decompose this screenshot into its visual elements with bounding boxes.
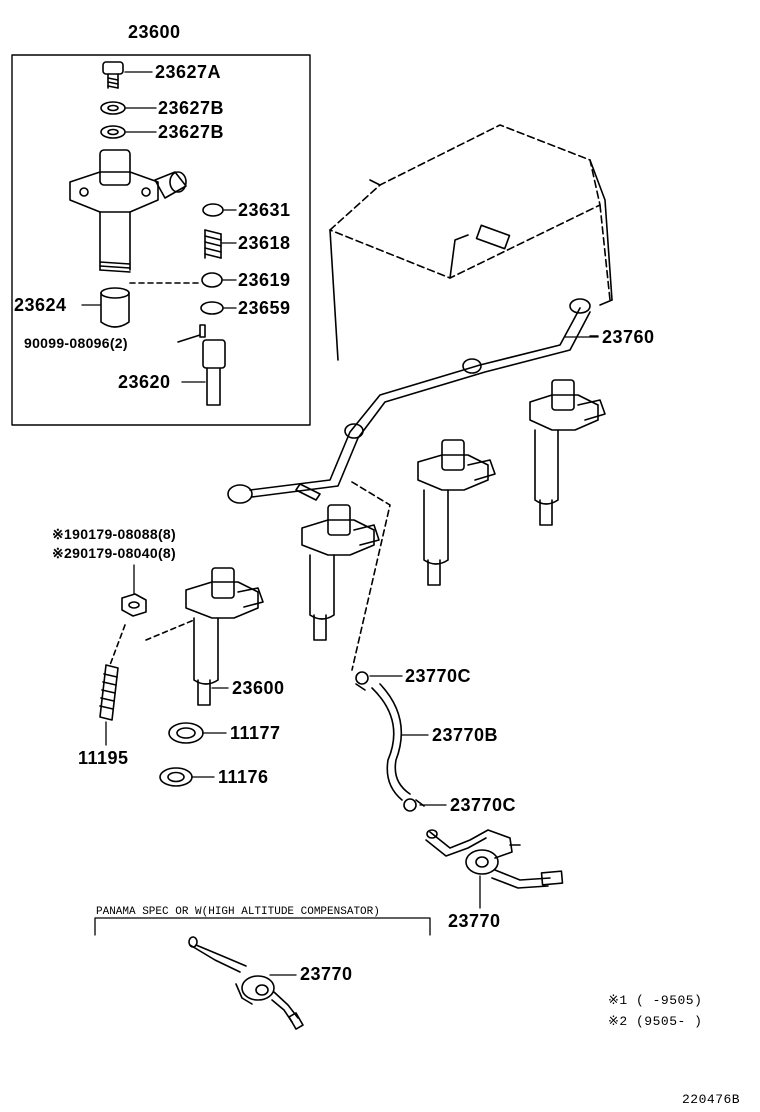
stud-part <box>99 664 119 721</box>
callout-spring: 23618 <box>238 233 291 253</box>
diagram-id: 220476B <box>682 1092 741 1107</box>
valve-spec-part <box>188 936 304 1030</box>
engine-head <box>329 124 613 361</box>
washer-1-hole <box>107 104 119 112</box>
callout-clamp-upper: 23770C <box>405 666 472 686</box>
injector-front-part <box>185 567 264 706</box>
washer-1-part <box>100 101 126 115</box>
injector-rear-right <box>529 379 606 526</box>
seat-part <box>202 203 224 217</box>
callout-spacer: 23619 <box>238 270 291 290</box>
callout-seat: 23631 <box>238 200 291 220</box>
callout-clamp-lower: 23770C <box>450 795 517 815</box>
callout-leak-pipe: 23760 <box>602 327 655 347</box>
spec-bracket <box>94 917 431 936</box>
injector-rear-center <box>417 439 496 586</box>
assembly-frame <box>11 54 311 426</box>
hose-part <box>371 683 411 801</box>
callout-valve-spec: 23770 <box>300 964 353 984</box>
callout-injector-front: 23600 <box>232 678 285 698</box>
pin-part <box>199 324 206 338</box>
callout-nozzle-body: 23624 <box>14 295 67 315</box>
callout-nut-ref1: ※190179-08088(8) <box>52 526 176 542</box>
callout-nozzle: 23620 <box>118 372 171 392</box>
return-dashed <box>351 481 391 671</box>
injector-holder-part <box>69 149 187 273</box>
callout-washer-1: 23627B <box>158 98 225 118</box>
gasket-2-part <box>159 767 193 787</box>
callout-nut-ref2: ※290179-08040(8) <box>52 545 176 561</box>
nut-dashed <box>109 619 195 666</box>
nozzle-body-part <box>100 287 130 328</box>
callout-gasket-2: 11176 <box>218 767 269 787</box>
spec-note: PANAMA SPEC OR W(HIGH ALTITUDE COMPENSAT… <box>96 906 380 918</box>
callout-hose: 23770B <box>432 725 499 745</box>
retainer-part <box>200 301 224 315</box>
washer-2-part <box>100 125 126 139</box>
nut-part <box>121 593 147 617</box>
spacer-part <box>201 272 223 288</box>
bolt-top-part <box>102 61 124 89</box>
callout-bolt-top: 23627A <box>155 62 222 82</box>
washer-2-hole <box>107 128 119 136</box>
callout-pin: 90099-08096(2) <box>24 335 128 351</box>
callout-stud: 11195 <box>78 748 129 768</box>
callout-valve: 23770 <box>448 911 501 931</box>
assembly-title-label: 23600 <box>128 22 181 42</box>
footnote-2: ※2 (9505- ) <box>608 1014 703 1029</box>
callout-retainer: 23659 <box>238 298 291 318</box>
callout-gasket-1: 11177 <box>230 723 281 743</box>
leaders-exploded <box>81 71 237 383</box>
spring-part <box>204 229 222 259</box>
leak-pipe-part <box>227 298 599 504</box>
valve-part <box>425 829 564 889</box>
callout-washer-2: 23627B <box>158 122 225 142</box>
gasket-1-part <box>168 722 204 744</box>
pin-leader <box>177 334 201 343</box>
footnote-1: ※1 ( -9505) <box>608 993 703 1008</box>
nozzle-part <box>202 339 226 406</box>
clamp-upper-part <box>355 671 369 691</box>
injector-center <box>301 504 380 641</box>
